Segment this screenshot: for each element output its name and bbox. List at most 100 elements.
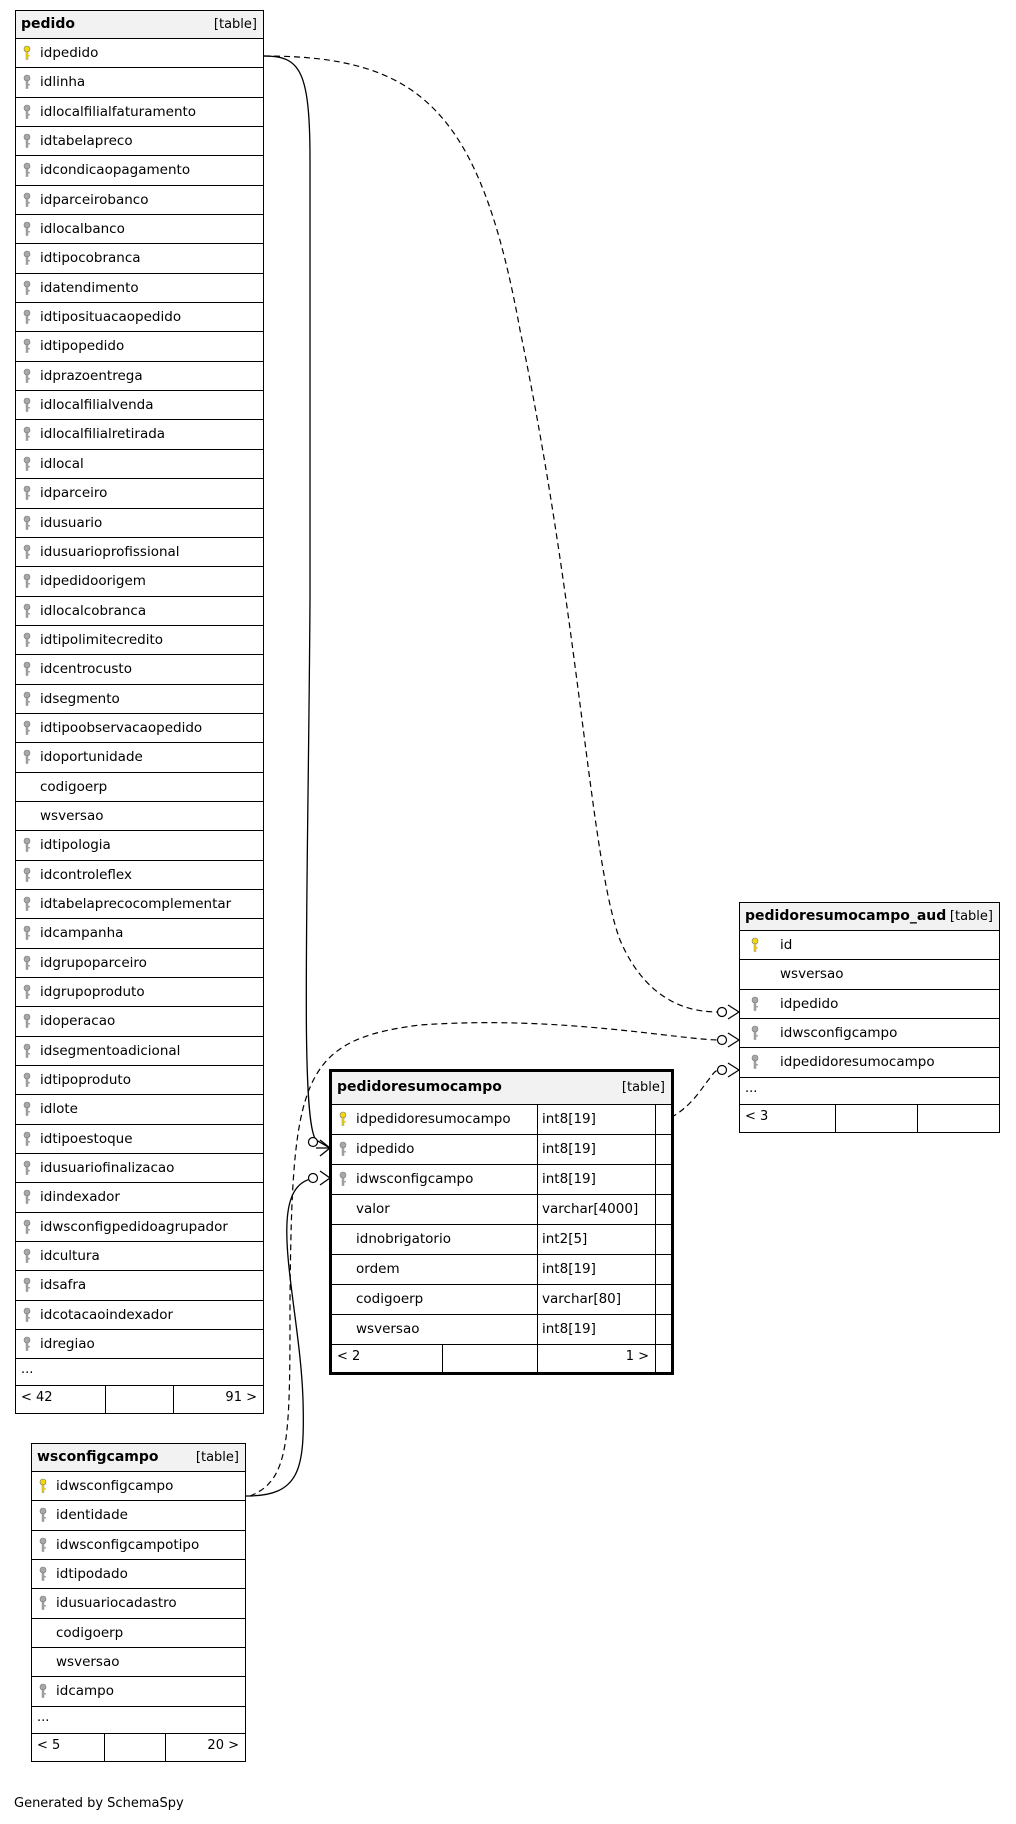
column-row-idoperacao[interactable]: idoperacao [16,1007,263,1037]
table-footer: < 2 1 > [332,1345,671,1372]
column-row-idregiao[interactable]: idregiao [16,1330,263,1360]
column-row-idtipocobranca[interactable]: idtipocobranca [16,244,263,274]
parents-count[interactable]: < 42 [21,1390,53,1406]
foreign-key-icon [39,1596,47,1611]
column-row-idtipoproduto[interactable]: idtipoproduto [16,1066,263,1096]
column-name: idcontroleflex [40,866,132,883]
column-type: varchar[80] [542,1291,622,1307]
column-row-idpedidoorigem[interactable]: idpedidoorigem [16,567,263,597]
foreign-key-icon [23,397,31,412]
column-row-idlocalfilialvenda[interactable]: idlocalfilialvenda [16,391,263,421]
parents-count[interactable]: < 3 [745,1108,769,1124]
column-row-idwsconfigcampo[interactable]: idwsconfigcampo [32,1472,245,1502]
column-row-idoportunidade[interactable]: idoportunidade [16,743,263,773]
column-row-idtipoobservacaopedido[interactable]: idtipoobservacaopedido [16,714,263,744]
column-row-idgrupoproduto[interactable]: idgrupoproduto [16,978,263,1008]
column-row-idtipolimitecredito[interactable]: idtipolimitecredito [16,626,263,656]
column-row-idsegmento[interactable]: idsegmento [16,685,263,714]
column-row-idlocalfilialretirada[interactable]: idlocalfilialretirada [16,420,263,450]
column-row-idatendimento[interactable]: idatendimento [16,274,263,304]
column-row-idusuariocadastro[interactable]: idusuariocadastro [32,1589,245,1619]
column-name: idlocalfilialfaturamento [40,103,197,120]
column-row-idcampanha[interactable]: idcampanha [16,919,263,949]
column-row-idusuariofinalizacao[interactable]: idusuariofinalizacao [16,1154,263,1184]
column-name: idcentrocusto [40,661,132,678]
table-header: wsconfigcampo [table] [32,1444,245,1472]
foreign-key-icon [23,1102,31,1117]
column-row-wsversao[interactable]: wsversao [32,1648,245,1678]
relation-pedido-aud [263,55,721,1013]
column-row-idusuarioprofissional[interactable]: idusuarioprofissional [16,538,263,568]
column-row-idlinha[interactable]: idlinha [16,68,263,98]
column-name: idnobrigatorio [356,1231,451,1247]
column-row-idlocalfilialfaturamento[interactable]: idlocalfilialfaturamento [16,98,263,128]
column-row-idcentrocusto[interactable]: idcentrocusto [16,655,263,685]
column-row-codigoerp[interactable]: codigoerp [16,773,263,802]
column-row-idusuario[interactable]: idusuario [16,509,263,538]
column-row-idlocalcobranca[interactable]: idlocalcobranca [16,597,263,626]
foreign-key-icon [23,1072,31,1087]
table-name: pedidoresumocampo [337,1079,502,1095]
children-count[interactable]: 20 > [207,1737,239,1753]
column-row-idcampo[interactable]: idcampo [32,1677,245,1707]
column-row-idlocalbanco[interactable]: idlocalbanco [16,215,263,245]
children-count[interactable]: 91 > [225,1390,257,1406]
column-row-idtiposituacaopedido[interactable]: idtiposituacaopedido [16,303,263,333]
column-type: int8[19] [542,1141,596,1157]
column-row-idpedido[interactable]: idpedido [740,990,999,1020]
column-row-idpedido[interactable]: idpedido [16,39,263,69]
table-wsconfigcampo[interactable]: wsconfigcampo [table] idwsconfigcampo ide… [31,1443,246,1762]
column-row-idcultura[interactable]: idcultura [16,1242,263,1272]
column-row-wsversao[interactable]: wsversao [16,802,263,832]
column-row-idpedidoresumocampo[interactable]: idpedidoresumocampo [740,1048,999,1078]
column-row-idwsconfigpedidoagrupador[interactable]: idwsconfigpedidoagrupador [16,1213,263,1243]
column-row-idtipoestoque[interactable]: idtipoestoque [16,1125,263,1155]
column-row-codigoerp[interactable]: codigoerp [32,1619,245,1649]
column-row-idsegmentoadicional[interactable]: idsegmentoadicional [16,1037,263,1067]
column-row-idtabelapreco[interactable]: idtabelapreco [16,127,263,157]
parents-count[interactable]: < 5 [37,1737,61,1753]
column-row-idindexador[interactable]: idindexador [16,1183,263,1213]
column-row-idprazoentrega[interactable]: idprazoentrega [16,362,263,392]
column-type: int8[19] [542,1321,596,1337]
children-count[interactable]: 1 > [625,1349,649,1364]
column-name: idusuariocadastro [56,1595,177,1612]
column-row-idcontroleflex[interactable]: idcontroleflex [16,861,263,890]
column-row-idlocal[interactable]: idlocal [16,450,263,480]
column-row-idwsconfigcampotipo[interactable]: idwsconfigcampotipo [32,1531,245,1561]
column-row-idwsconfigcampo[interactable]: idwsconfigcampo [740,1019,999,1049]
column-row-idcondicaopagamento[interactable]: idcondicaopagamento [16,156,263,186]
column-name: identidade [56,1507,128,1524]
column-row-idlote[interactable]: idlote [16,1095,263,1125]
column-name: idlocalcobranca [40,602,147,619]
column-row-idtipopedido[interactable]: idtipopedido [16,332,263,362]
foreign-key-icon [23,632,31,647]
column-row-idparceirobanco[interactable]: idparceirobanco [16,186,263,216]
column-row-idparceiro[interactable]: idparceiro [16,479,263,509]
column-list: idwsconfigcampo identidade idwsconfigcampo… [32,1472,245,1707]
column-row-wsversao[interactable]: wsversao [740,960,999,990]
parents-count[interactable]: < 2 [337,1349,361,1364]
column-row-id[interactable]: id [740,931,999,961]
column-row-idtipodado[interactable]: idtipodado [32,1560,245,1590]
column-row-idsafra[interactable]: idsafra [16,1271,263,1301]
table-pedidoresumocampo[interactable]: pedidoresumocampo [table] idpedidoresumo… [329,1069,674,1375]
column-row-idtabelaprecocomplementar[interactable]: idtabelaprecocomplementar [16,890,263,920]
table-name: pedido [21,16,75,32]
column-row-idgrupoparceiro[interactable]: idgrupoparceiro [16,949,263,978]
column-row-idtipologia[interactable]: idtipologia [16,831,263,861]
column-row-identidade[interactable]: identidade [32,1501,245,1531]
column-name: idprazoentrega [40,367,143,384]
column-row-idcotacaoindexador[interactable]: idcotacaoindexador [16,1301,263,1331]
